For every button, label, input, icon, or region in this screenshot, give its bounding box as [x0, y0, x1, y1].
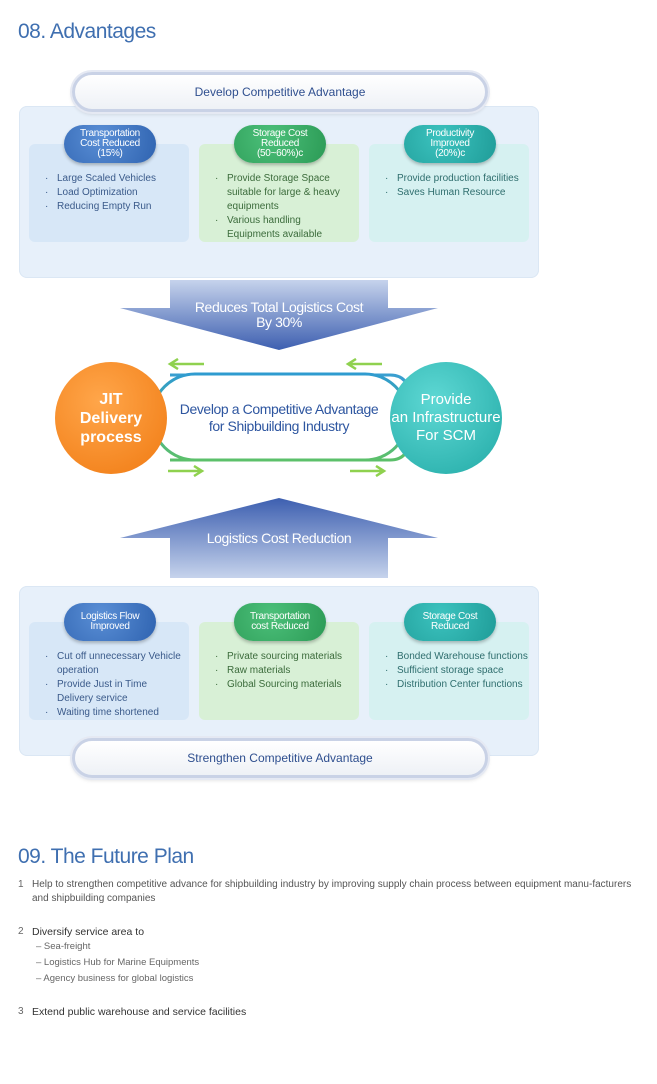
circle-line: an Infrastructure [391, 409, 501, 426]
storage-cost-badge-bottom: Storage Cost Reduced [404, 603, 496, 641]
strengthen-advantage-pill: Strengthen Competitive Advantage [72, 738, 488, 778]
list-item: Waiting time shortened [45, 706, 185, 720]
plan-number: 3 [18, 1006, 24, 1017]
list-item: Bonded Warehouse functions [385, 650, 529, 664]
circle-line: process [80, 428, 142, 446]
arrow-left-icon [167, 358, 204, 370]
center-goal-text: Develop a Competitive Advantage for Ship… [164, 401, 394, 435]
list-item: Cut off unnecessary Vehicle operation [45, 650, 185, 678]
circle-line: JIT [99, 390, 123, 408]
develop-advantage-pill: Develop Competitive Advantage [72, 72, 488, 112]
transportation-cost-badge-bottom: Transportation cost Reduced [234, 603, 326, 641]
badge-line: Cost Reduced [80, 138, 140, 149]
plan-text: Extend public warehouse and service faci… [32, 1006, 247, 1018]
list-item: Sufficient storage space [385, 664, 529, 678]
future-plan-title: 09. The Future Plan [18, 845, 194, 868]
up-arrow [120, 498, 438, 578]
arrow-right-icon [168, 465, 205, 477]
advantages-title: 08. Advantages [18, 20, 156, 43]
center-line: Develop a Competitive Advantage [179, 401, 379, 417]
plan-text: Diversify service area to [32, 926, 145, 938]
list-item: Distribution Center functions [385, 678, 529, 692]
badge-line: Transportation [250, 611, 310, 622]
list-item: Load Optimization [45, 186, 189, 200]
badge-line: Improved [430, 138, 470, 149]
list-item: Saves Human Resource [385, 186, 529, 200]
badge-line: Storage Cost [252, 128, 308, 139]
plan-number: 2 [18, 926, 24, 937]
circle-line: Delivery [79, 409, 143, 427]
circle-line: Provide [420, 391, 472, 408]
productivity-badge: Productivity Improved (20%)c [404, 125, 496, 163]
badge-line: Storage Cost [422, 611, 478, 622]
plan-subitem: – Agency business for global logistics [36, 973, 194, 984]
arrow-right-icon [350, 465, 387, 477]
badge-line: cost Reduced [251, 621, 309, 632]
list-item: Provide Storage Space suitable for large… [215, 172, 353, 214]
list-item: Reducing Empty Run [45, 200, 189, 214]
badge-line: (15%) [97, 148, 123, 159]
list-item: Various handling Equipments available [215, 214, 353, 242]
logistics-flow-badge: Logistics Flow Improved [64, 603, 156, 641]
badge-line: Productivity [425, 128, 475, 139]
badge-line: Transportation [80, 128, 140, 139]
center-line: for Shipbuilding Industry [208, 418, 350, 434]
plan-number: 1 [18, 879, 24, 890]
top-box-storage: Provide Storage Space suitable for large… [199, 144, 359, 242]
circle-line: For SCM [416, 427, 476, 444]
plan-item-3: 3 Extend public warehouse and service fa… [18, 1005, 648, 1019]
list-item: Private sourcing materials [215, 650, 359, 664]
plan-item-1: 1 Help to strengthen competitive advance… [18, 878, 648, 906]
jit-delivery-circle: JIT Delivery process [55, 362, 167, 474]
down-arrow-label: Reduces Total Logistics Cost By 30% [150, 300, 408, 330]
badge-line: (20%)c [435, 148, 465, 159]
plan-subitem: – Sea-freight [36, 941, 91, 952]
down-arrow-line: By 30% [256, 314, 302, 330]
transportation-cost-badge: Transportation Cost Reduced (15%) [64, 125, 156, 163]
list-item: Provide Just in Time Delivery service [45, 678, 185, 706]
list-item: Raw materials [215, 664, 359, 678]
list-item: Provide production facilities [385, 172, 529, 186]
strengthen-advantage-label: Strengthen Competitive Advantage [187, 751, 373, 765]
badge-line: Improved [90, 621, 130, 632]
badge-line: (50~60%)c [257, 148, 303, 159]
up-arrow-label: Logistics Cost Reduction [206, 530, 352, 546]
down-arrow [120, 280, 438, 350]
plan-subitem: – Logistics Hub for Marine Equipments [36, 957, 200, 968]
badge-line: Logistics Flow [80, 611, 140, 622]
list-item: Global Sourcing materials [215, 678, 359, 692]
badge-line: Reduced [431, 621, 469, 632]
arrow-left-icon [345, 358, 382, 370]
plan-item-2: 2 Diversify service area to – Sea-freigh… [18, 925, 648, 987]
storage-cost-badge: Storage Cost Reduced (50~60%)c [234, 125, 326, 163]
down-arrow-line: Reduces Total Logistics Cost [194, 299, 364, 315]
badge-line: Reduced [261, 138, 299, 149]
list-item: Large Scaled Vehicles [45, 172, 189, 186]
infrastructure-circle: Provide an Infrastructure For SCM [390, 362, 502, 474]
develop-advantage-label: Develop Competitive Advantage [194, 85, 366, 99]
plan-text: Help to strengthen competitive advance f… [32, 879, 632, 904]
